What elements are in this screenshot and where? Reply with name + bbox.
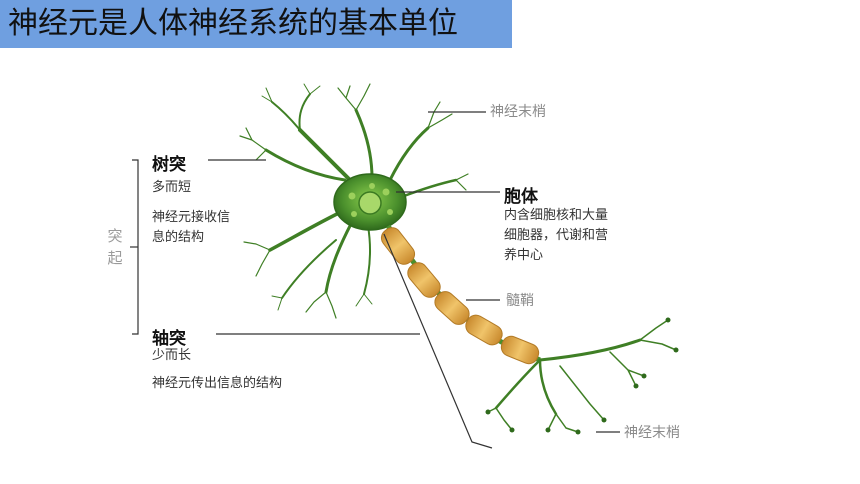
- dendrite-desc-short: 多而短: [152, 180, 192, 195]
- terminal-top-label: 神经末梢: [490, 104, 546, 120]
- page-title: 神经元是人体神经系统的基本单位: [8, 6, 458, 41]
- terminal-bottom-label: 神经末梢: [624, 425, 680, 441]
- cell-body-desc-line2: 细胞器，代谢和营: [504, 228, 609, 243]
- dendrite-label: 树突: [152, 155, 186, 175]
- nucleus: [358, 191, 382, 215]
- axon-length-bracket: [383, 233, 493, 449]
- axon-desc-short: 少而长: [152, 348, 192, 363]
- axon-terminal-branches: [487, 319, 677, 433]
- myelin-sheath: [380, 227, 540, 365]
- dendrite-desc-line1: 神经元接收信: [152, 210, 231, 225]
- cell-body-desc-line1: 内含细胞核和大量: [504, 208, 609, 223]
- dendrite-desc-line2: 息的结构: [152, 230, 205, 245]
- dendrite-branches: [239, 83, 469, 319]
- title-bar: 神经元是人体神经系统的基本单位: [0, 0, 512, 48]
- cell-body-desc-line3: 养中心: [504, 248, 544, 263]
- axon-desc-function: 神经元传出信息的结构: [152, 376, 283, 391]
- process-label-char2: 起: [107, 249, 123, 267]
- terminal-knobs: [485, 317, 679, 435]
- myelin-label: 髓鞘: [506, 293, 534, 309]
- cell-body-label: 胞体: [504, 187, 538, 207]
- axon-label: 轴突: [152, 329, 186, 349]
- leader-lines: [130, 111, 620, 449]
- cell-body: [333, 173, 407, 231]
- process-label-char1: 突: [107, 227, 123, 245]
